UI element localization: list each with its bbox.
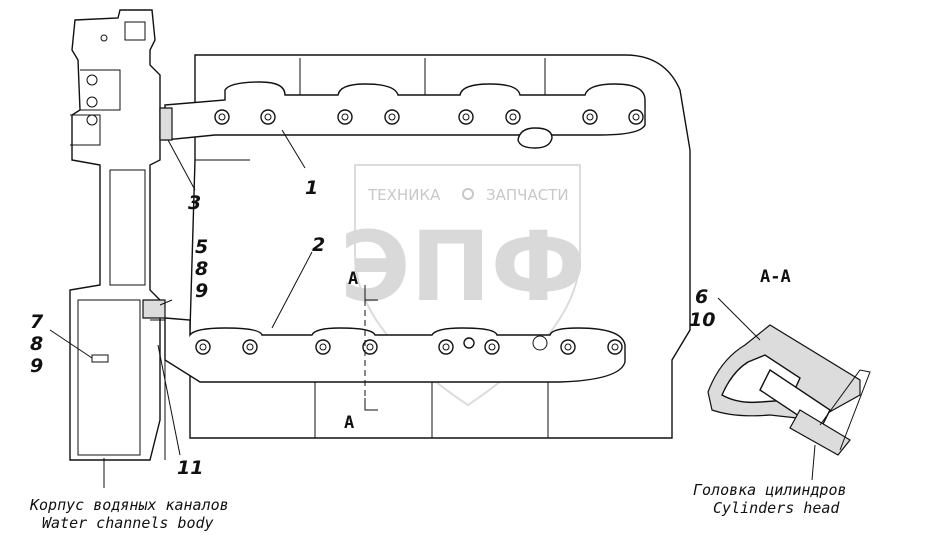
upper-exhaust-manifold: [164, 81, 646, 149]
watermark: ТЕХНИКА ЗАПЧАСТИ ЭПФ: [340, 164, 586, 407]
section-detail: А-А: [707, 267, 871, 481]
callout-9-lower: 9: [30, 355, 43, 377]
callout-5: 5: [195, 236, 208, 258]
watermark-logo: ЭПФ: [340, 211, 586, 323]
gear-icon: [462, 188, 474, 200]
caption-water-ru: Корпус водяных каналов: [29, 496, 229, 514]
section-mark-top: А: [348, 269, 358, 289]
callout-7: 7: [30, 311, 44, 333]
lower-exhaust-manifold: [164, 317, 626, 383]
callout-8-upper: 8: [195, 258, 208, 280]
watermark-text-1: ТЕХНИКА: [367, 186, 441, 204]
upper-bolts: [214, 109, 644, 125]
callout-labels: 1 2 3 5 8 9 7 8 9 11 6 10: [30, 177, 715, 479]
captions: Корпус водяных каналов Water channels bo…: [29, 481, 847, 532]
callout-9-upper: 9: [195, 280, 208, 302]
callout-6: 6: [695, 286, 708, 308]
section-title: А-А: [760, 267, 791, 287]
caption-head-en: Cylinders head: [713, 499, 840, 517]
water-channels-body: [69, 9, 173, 461]
caption-head-ru: Головка цилиндров: [693, 481, 847, 499]
callout-2: 2: [312, 234, 325, 256]
section-markers: А А: [344, 269, 378, 433]
callout-1: 1: [305, 177, 318, 199]
caption-water-en: Water channels body: [42, 514, 214, 532]
section-mark-bottom: А: [344, 413, 354, 433]
cylinder-head-block: [189, 54, 691, 439]
callout-3: 3: [188, 192, 201, 214]
callout-10: 10: [689, 309, 715, 331]
callout-8-lower: 8: [30, 333, 43, 355]
lower-bolts: [195, 339, 623, 355]
callout-11: 11: [177, 457, 203, 479]
leader-lines: [49, 129, 761, 488]
watermark-text-2: ЗАПЧАСТИ: [486, 186, 569, 204]
